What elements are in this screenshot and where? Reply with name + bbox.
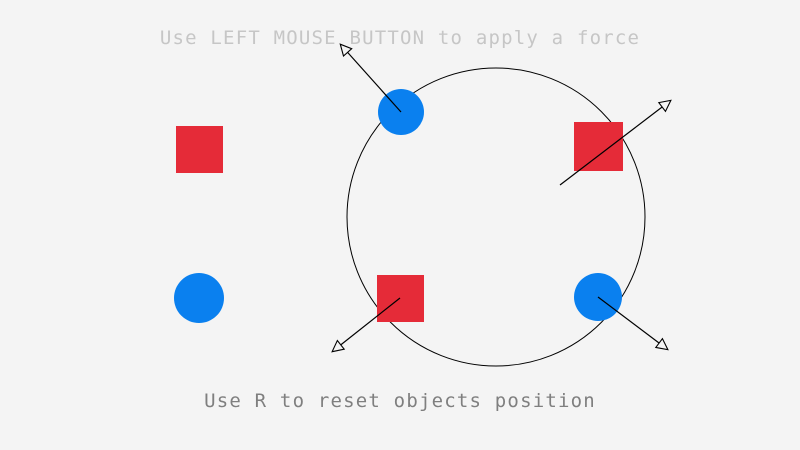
force-arrow-down-left [333,297,401,351]
force-arrow-up-left [341,45,402,113]
circle-free-left[interactable] [174,273,224,323]
force-arrow-up-right [559,101,670,186]
hint-text-reset-objects: Use R to reset objects position [204,390,596,412]
square-free-left[interactable] [176,126,223,173]
square-top-right[interactable] [574,122,623,171]
orbit-guide-circle [346,67,646,367]
force-arrow-down-right [597,296,667,349]
hint-text-apply-force: Use LEFT MOUSE BUTTON to apply a force [159,27,641,49]
square-bottom-left[interactable] [377,275,424,322]
